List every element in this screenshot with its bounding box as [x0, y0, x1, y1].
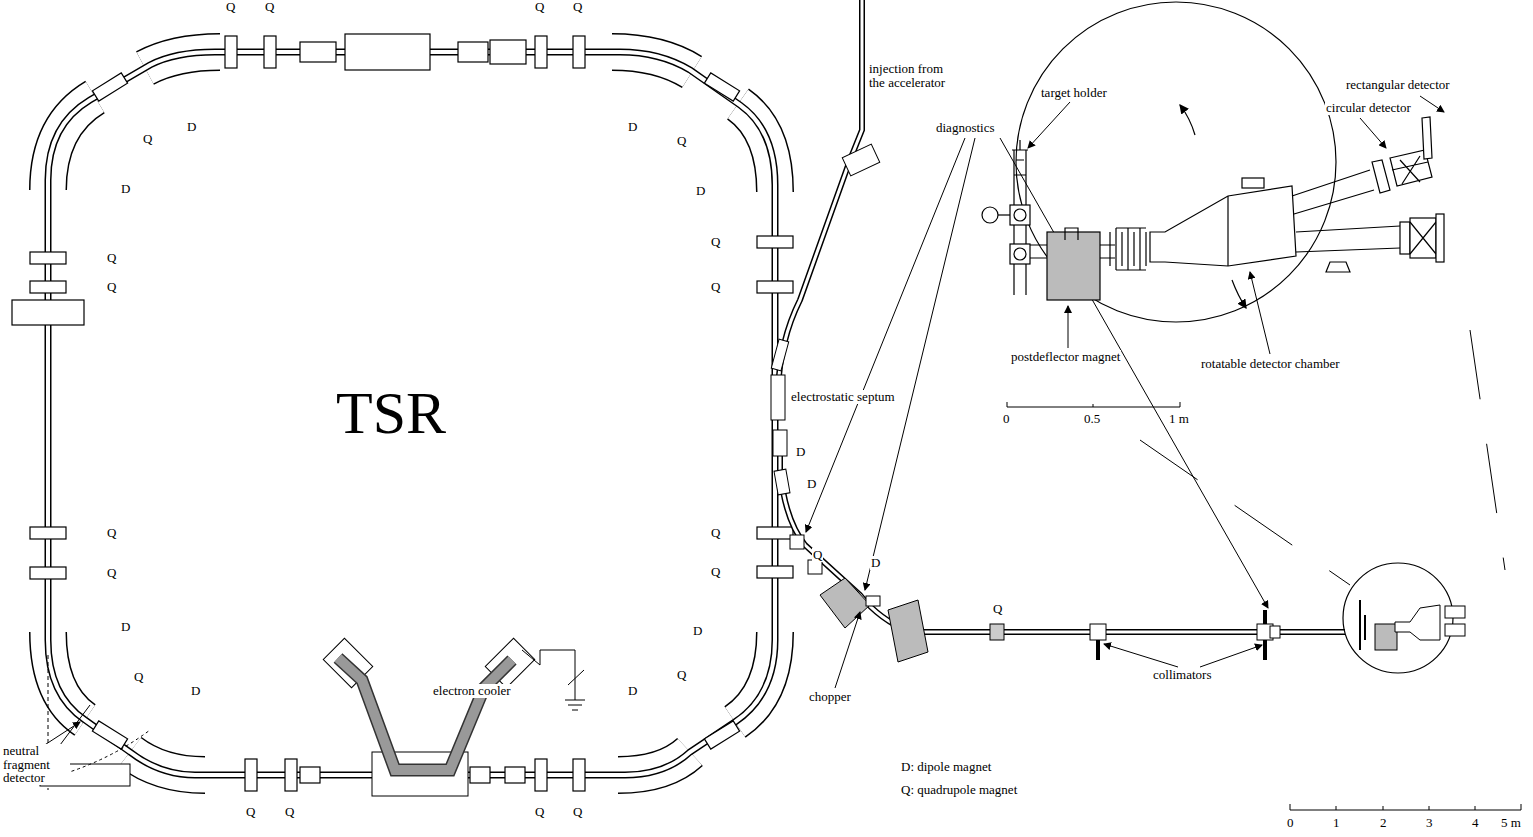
- part-label: Q: [284, 805, 295, 819]
- part-label: electron cooler: [432, 684, 512, 698]
- part-label: D: [795, 445, 806, 459]
- part-label: electrostatic septum: [790, 390, 896, 404]
- part-label: D: [692, 624, 703, 638]
- injection-line: [771, 0, 880, 420]
- part-label: postdeflector magnet: [1010, 350, 1121, 364]
- part-label: 0: [1286, 816, 1295, 830]
- ring-name: TSR: [335, 382, 447, 445]
- part-label: rectangular detector: [1345, 78, 1451, 92]
- part-label: Q: [812, 548, 823, 562]
- beam-pipe: [48, 52, 775, 775]
- part-label: 0: [1002, 412, 1011, 426]
- dipole-magnets: [48, 52, 775, 775]
- part-label: Q: [106, 566, 117, 580]
- quadrupole-magnets: [12, 34, 793, 791]
- part-label: 3: [1425, 816, 1434, 830]
- detector-inset: [982, 2, 1444, 407]
- part-label: Q: [710, 526, 721, 540]
- scale-bar: [1290, 804, 1521, 810]
- part-label: 0.5: [1083, 412, 1101, 426]
- part-label: collimators: [1152, 668, 1213, 682]
- part-label: D: [627, 684, 638, 698]
- part-label: Q: [106, 526, 117, 540]
- part-label: D: [627, 120, 638, 134]
- part-label: Q: [710, 235, 721, 249]
- part-label: Q: [676, 134, 687, 148]
- part-label: Q: [710, 565, 721, 579]
- part-label: Q: [534, 0, 545, 14]
- electron-cooler: [323, 638, 700, 796]
- part-label: Q: [106, 251, 117, 265]
- part-label: D: [190, 684, 201, 698]
- part-label: target holder: [1040, 86, 1108, 100]
- part-label: Q: [245, 805, 256, 819]
- part-label: Q: [572, 0, 583, 14]
- part-label: 5 m: [1500, 816, 1522, 830]
- part-label: 4: [1471, 816, 1480, 830]
- part-label: D: [120, 182, 131, 196]
- part-label: Q: [992, 602, 1003, 616]
- part-label: D: [120, 620, 131, 634]
- extraction-line: [773, 430, 1465, 673]
- part-label: D: [806, 477, 817, 491]
- part-label: 1: [1332, 816, 1341, 830]
- part-label: chopper: [808, 690, 852, 704]
- leader-lines: [40, 138, 1505, 748]
- part-label: Q: [710, 280, 721, 294]
- part-label: Q: [106, 280, 117, 294]
- part-label: D: dipole magnet: [900, 760, 992, 774]
- part-label: diagnostics: [935, 121, 996, 135]
- part-label: Q: [225, 0, 236, 14]
- part-label: D: [186, 120, 197, 134]
- part-label: rotatable detector chamber: [1200, 357, 1341, 371]
- part-label: neutral fragment detector: [2, 744, 70, 785]
- part-label: Q: [133, 670, 144, 684]
- part-label: Q: quadrupole magnet: [900, 783, 1018, 797]
- part-label: circular detector: [1325, 101, 1412, 115]
- part-label: Q: [142, 132, 153, 146]
- part-label: 1 m: [1168, 412, 1190, 426]
- part-label: Q: [572, 805, 583, 819]
- part-label: Q: [534, 805, 545, 819]
- part-label: D: [870, 556, 881, 570]
- part-label: Q: [676, 668, 687, 682]
- part-label: injection from the accelerator: [868, 62, 960, 89]
- part-label: 2: [1379, 816, 1388, 830]
- part-label: D: [695, 184, 706, 198]
- part-label: Q: [264, 0, 275, 14]
